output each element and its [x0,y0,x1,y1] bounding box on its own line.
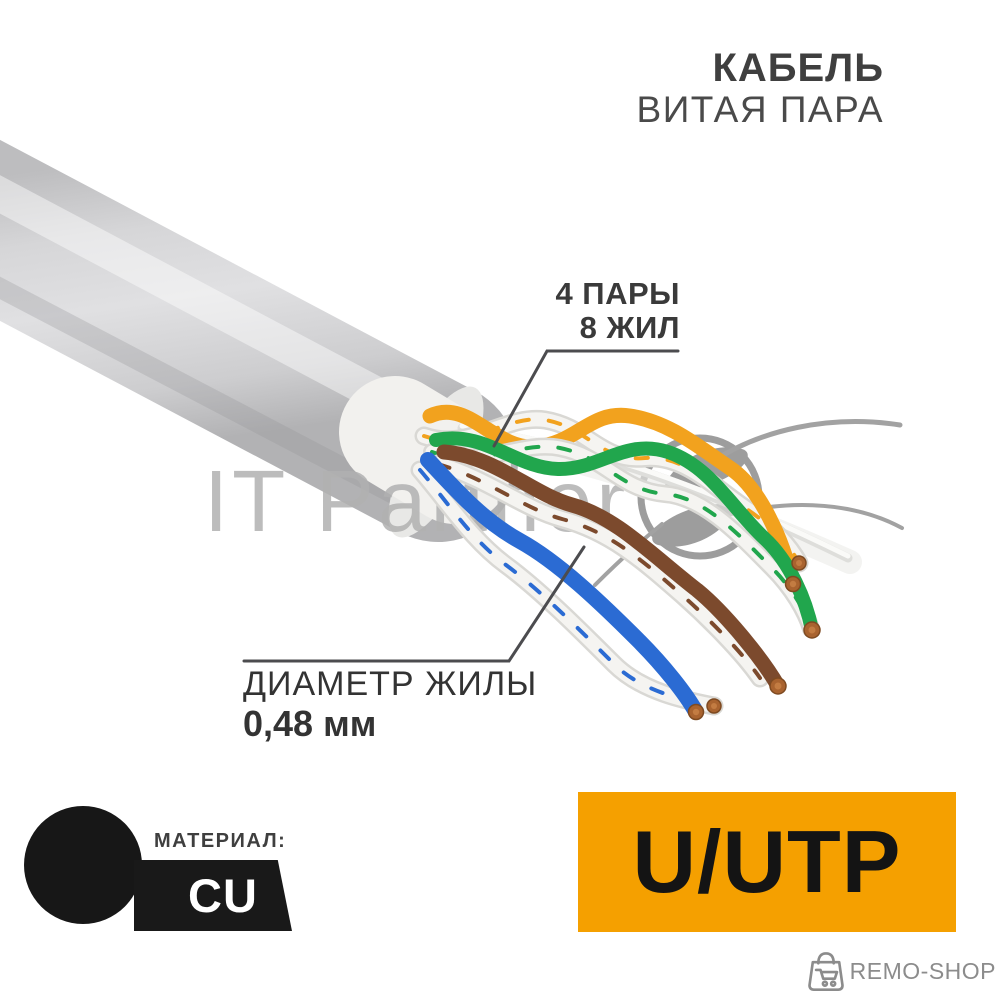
copper-wire-tips [687,555,821,721]
wire-pair-blue [410,452,724,720]
material-value: CU [188,869,258,922]
callout-diameter: ДИАМЕТР ЖИЛЫ 0,48 мм [243,666,537,744]
callout-pairs-line2: 8 ЖИЛ [579,310,680,345]
product-title: КАБЕЛЬ [712,46,884,90]
thin-strand [459,423,851,559]
leader-line-pairs [492,349,680,448]
shopping-bag-icon [807,952,844,992]
shop-name: REMO-SHOP [849,957,996,984]
header: КАБЕЛЬ ВИТАЯ ПАРА [637,46,884,130]
material-label: МАТЕРИАЛ: [154,830,287,852]
wire-pair-brown [428,444,786,694]
leader-line-diameter [242,545,586,663]
callout-diameter-value: 0,48 мм [243,703,377,744]
wire-pair-green [423,431,820,638]
utp-type-value: U/UTP [632,812,902,911]
cable-shadow [0,276,434,520]
shop-logo: REMO-SHOP [803,949,996,993]
product-subtitle: ВИТАЯ ПАРА [636,89,884,130]
material-value-banner: CU [134,860,292,931]
callout-diameter-label: ДИАМЕТР ЖИЛЫ [243,665,538,703]
callout-pairs: 4 ПАРЫ 8 ЖИЛ [555,277,680,345]
copper-tip-highlights [692,560,816,716]
copper-material-icon [24,806,142,924]
callout-pairs-line1: 4 ПАРЫ [555,276,680,311]
cable-sheen [0,175,435,433]
utp-type-badge: U/UTP [578,792,956,932]
